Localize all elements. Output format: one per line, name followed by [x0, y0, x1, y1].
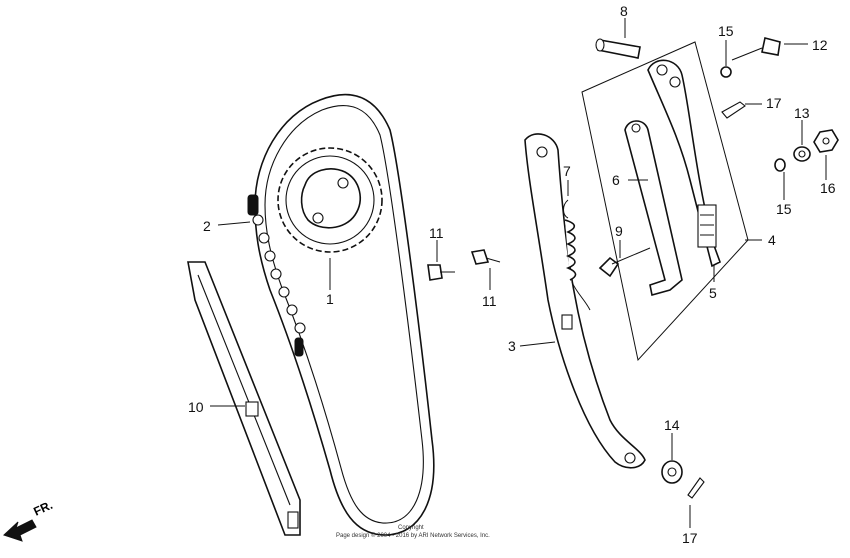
callout-2: 2 [203, 218, 211, 234]
hex-nut[interactable] [813, 129, 839, 153]
callout-16: 16 [820, 180, 836, 196]
callout-7: 7 [563, 163, 571, 179]
callout-4: 4 [768, 232, 776, 248]
callout-17b: 17 [682, 530, 698, 546]
washer-top[interactable] [720, 66, 732, 78]
chain-tensioner-arm[interactable] [524, 133, 646, 469]
adjuster-bolt[interactable] [598, 247, 651, 278]
tensioner-push-rod[interactable] [624, 120, 683, 297]
washer-lower[interactable] [774, 158, 786, 172]
callout-17a: 17 [766, 95, 782, 111]
callout-12: 12 [812, 37, 828, 53]
callout-13: 13 [794, 105, 810, 121]
callout-11b: 11 [482, 293, 497, 309]
washer-14[interactable] [661, 460, 683, 484]
bolt-11-right[interactable] [470, 249, 501, 265]
cam-chain-guide[interactable] [187, 261, 301, 536]
callout-1: 1 [326, 291, 334, 307]
callout-5: 5 [709, 285, 717, 301]
callout-15a: 15 [718, 23, 734, 39]
cotter-pin-bottom[interactable] [687, 477, 705, 499]
callout-11a: 11 [429, 225, 444, 241]
chain-links [247, 194, 306, 357]
front-direction-arrow: FR. [3, 498, 55, 542]
callout-6: 6 [612, 172, 620, 188]
washer-13[interactable] [793, 146, 811, 162]
callout-14: 14 [664, 417, 680, 433]
leader-lines [210, 18, 827, 528]
callout-3: 3 [508, 338, 516, 354]
cam-sprocket[interactable] [277, 147, 383, 253]
tensioner-slider[interactable] [647, 59, 721, 268]
callout-15b: 15 [776, 201, 792, 217]
callout-9: 9 [615, 223, 623, 239]
callout-8: 8 [620, 3, 628, 19]
flange-bolt[interactable] [731, 37, 781, 61]
cotter-pin-top[interactable] [721, 101, 746, 119]
pivot-pin[interactable] [595, 38, 641, 59]
callout-10: 10 [188, 399, 204, 415]
front-label: FR. [31, 498, 54, 519]
footer-page-design: Page design © 2004 - 2016 by ARI Network… [336, 532, 490, 539]
tensioner-spring[interactable] [563, 199, 591, 311]
bolt-11-left[interactable] [427, 264, 455, 281]
footer-copyright: Copyright [398, 525, 424, 531]
